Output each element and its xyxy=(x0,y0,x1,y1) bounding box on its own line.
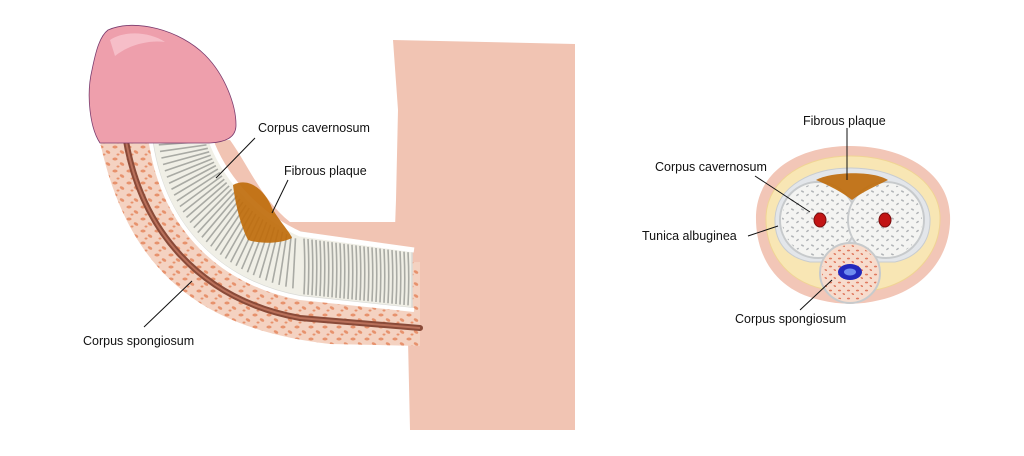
striation xyxy=(173,168,219,196)
leader-corpus-spongiosum-side xyxy=(143,280,193,328)
striation xyxy=(363,246,366,301)
striation xyxy=(159,144,207,153)
striation xyxy=(395,250,398,305)
striation xyxy=(164,154,211,172)
striation xyxy=(335,242,338,298)
label-corpus-spongiosum-cross: Corpus spongiosum xyxy=(735,312,846,326)
striation xyxy=(355,245,358,300)
striation xyxy=(379,248,382,303)
striation xyxy=(403,251,406,305)
glans xyxy=(88,24,237,144)
striation xyxy=(387,249,390,304)
striation xyxy=(185,182,228,218)
striation xyxy=(407,252,410,306)
striation xyxy=(171,164,217,190)
leader-corpus-cavernosum-side xyxy=(215,137,256,179)
striation xyxy=(347,244,350,300)
striation xyxy=(303,238,306,295)
striation xyxy=(375,247,378,303)
label-fibrous-plaque-cross: Fibrous plaque xyxy=(803,114,886,128)
label-corpus-cavernosum-side: Corpus cavernosum xyxy=(258,121,370,135)
striation xyxy=(189,185,230,224)
tunica-line-lower xyxy=(148,135,415,312)
urethra-lumen xyxy=(844,268,856,276)
striation xyxy=(307,239,310,295)
label-corpus-spongiosum-side: Corpus spongiosum xyxy=(83,334,194,348)
leader-corpus-cavernosum-cross xyxy=(754,175,811,213)
fibrous-plaque-side xyxy=(233,182,292,243)
striation xyxy=(319,240,322,297)
striation xyxy=(168,161,215,184)
striation xyxy=(161,147,208,159)
striation xyxy=(278,233,288,285)
label-tunica-albuginea: Tunica albuginea xyxy=(642,229,737,243)
striation xyxy=(285,236,292,287)
striation xyxy=(383,249,386,303)
artery-left xyxy=(813,212,827,228)
artery-right xyxy=(878,212,892,228)
label-corpus-cavernosum-cross: Corpus cavernosum xyxy=(655,160,767,174)
striation xyxy=(162,151,210,166)
striation xyxy=(359,245,362,301)
striation xyxy=(327,241,330,297)
striation xyxy=(292,238,297,289)
cross-section: Fibrous plaque Corpus cavernosum Tunica … xyxy=(642,114,951,326)
leader-fibrous-plaque-side xyxy=(271,179,289,214)
striation xyxy=(343,243,346,299)
striation xyxy=(176,171,221,202)
striation xyxy=(205,198,241,243)
label-fibrous-plaque-side: Fibrous plaque xyxy=(284,164,367,178)
striation xyxy=(323,241,326,297)
striation xyxy=(197,191,235,234)
glans-shine xyxy=(110,33,165,56)
striation xyxy=(166,157,213,178)
striation xyxy=(201,195,238,238)
leader-corpus-spongiosum-cross xyxy=(799,279,833,311)
urethra-highlight xyxy=(124,134,421,329)
body-torso xyxy=(393,40,575,430)
striation xyxy=(179,175,223,208)
side-view: Corpus cavernosum Fibrous plaque Corpus … xyxy=(83,24,575,430)
leader-tunica-albuginea xyxy=(747,225,779,237)
striation xyxy=(367,246,370,302)
striation xyxy=(182,178,225,213)
striation xyxy=(315,240,318,296)
striation xyxy=(311,239,314,296)
striation xyxy=(339,243,342,299)
striation xyxy=(391,250,394,304)
striation xyxy=(371,247,374,302)
fibrous-plaque-cross xyxy=(816,173,888,200)
striation xyxy=(193,188,233,229)
striation xyxy=(331,242,334,298)
striation xyxy=(399,251,402,305)
striation xyxy=(351,244,354,300)
